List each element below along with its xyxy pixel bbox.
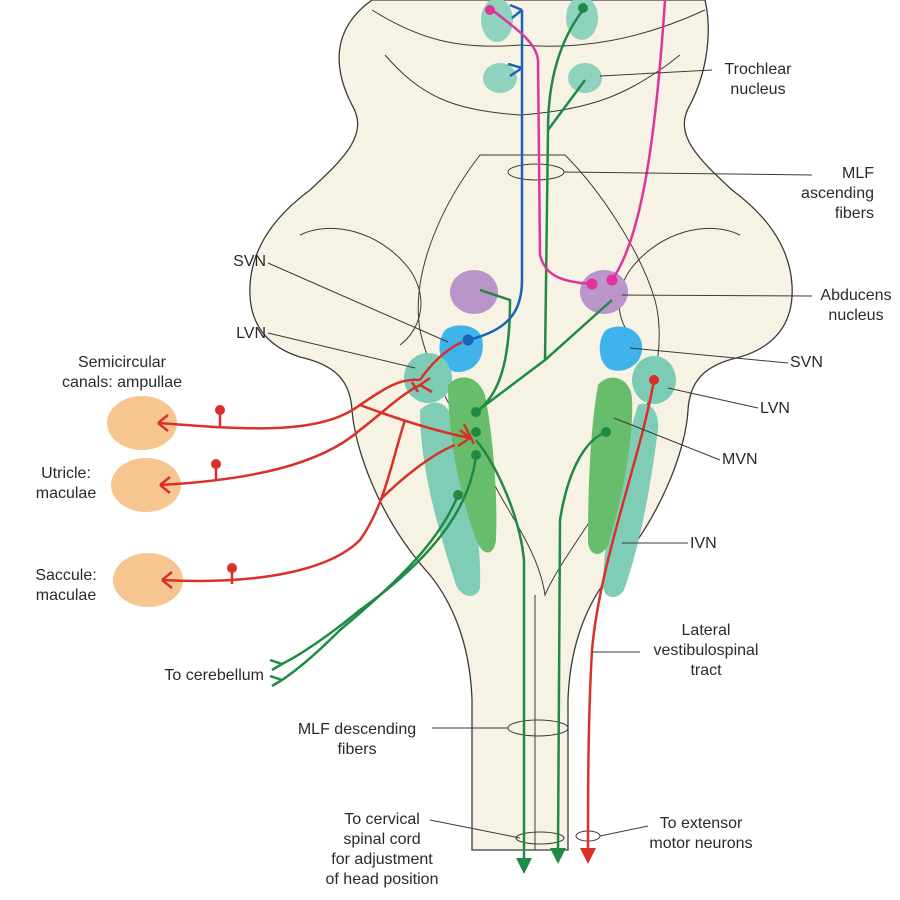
utricle-terminal xyxy=(159,476,171,494)
trochlear-branch xyxy=(546,79,587,131)
cerebral-peduncle-fold xyxy=(384,54,681,116)
fourth-ventricle xyxy=(417,154,660,597)
label-utricle: Utricle: maculae xyxy=(35,465,97,502)
abducens-ascending-fiber xyxy=(610,0,667,281)
mvn-left-terminal xyxy=(457,423,476,448)
mvn-left-soma-2 xyxy=(471,427,481,437)
label-svn-left: SVN xyxy=(233,253,266,270)
midbrain-fold xyxy=(371,9,706,47)
mvn-left xyxy=(448,377,497,553)
mlf-descending-left xyxy=(475,439,526,860)
lateral-vestibulospinal-tract xyxy=(586,379,656,859)
afferent-to-mvn xyxy=(359,403,471,440)
cerebellum-terminal-1 xyxy=(269,658,283,672)
leader-lines xyxy=(267,69,813,839)
oculomotor-soma xyxy=(578,3,588,13)
label-semicircular-canals: Semicircular canals: ampullae xyxy=(61,354,183,391)
svn-ascending-fiber xyxy=(467,10,524,342)
nuclei xyxy=(404,0,676,845)
leader-svn-left xyxy=(267,262,449,343)
saccule-afferent xyxy=(161,419,407,583)
abducens-soma-2 xyxy=(606,274,618,286)
mvn-left-soma-1 xyxy=(471,407,481,417)
saccule-soma xyxy=(227,563,237,573)
left-cerebellar-peduncle xyxy=(299,228,422,346)
leader-mlf-ascending xyxy=(563,171,813,176)
ivn-right xyxy=(603,403,659,598)
semicircular-canals-organ xyxy=(107,396,177,450)
leader-trochlear xyxy=(599,69,713,77)
cerebellum-terminal-2 xyxy=(269,674,283,688)
label-trochlear-nucleus: Trochlear nucleus xyxy=(724,61,792,98)
leader-cervical xyxy=(429,819,521,839)
green-pathways xyxy=(269,9,613,860)
label-to-cervical-spinal-cord: To cervical spinal cord for adjustment o… xyxy=(325,811,439,888)
oculomotor-magenta-soma xyxy=(485,5,495,15)
right-cerebellar-peduncle xyxy=(618,228,741,346)
green-to-abducens-left xyxy=(475,288,512,414)
semicircular-soma xyxy=(215,405,225,415)
svn-blue-soma xyxy=(462,334,474,346)
utricle-soma xyxy=(211,459,221,469)
lvn-right-soma xyxy=(649,375,659,385)
label-lvn-left: LVN xyxy=(236,325,266,342)
leader-lvn-right xyxy=(667,387,759,409)
ivn-left xyxy=(420,402,481,596)
brainstem xyxy=(249,0,793,851)
utricle-organ xyxy=(111,458,181,512)
cervical-ring xyxy=(515,831,565,845)
red-markers xyxy=(211,375,659,864)
label-to-cerebellum: To cerebellum xyxy=(164,667,264,684)
mvn-right xyxy=(588,377,633,555)
label-ivn: IVN xyxy=(690,535,717,552)
green-markers xyxy=(453,3,611,874)
saccule-to-ivn xyxy=(379,443,456,501)
label-mvn: MVN xyxy=(722,451,758,468)
svn-right xyxy=(599,326,643,371)
label-to-extensor-motor-neurons: To extensor motor neurons xyxy=(649,815,753,852)
abducens-nucleus-left xyxy=(450,270,498,314)
utricle-afferent xyxy=(159,383,421,487)
magenta-pathway xyxy=(489,0,667,286)
leader-mvn xyxy=(613,417,721,461)
semicircular-terminal xyxy=(157,414,169,432)
leader-lvn-left xyxy=(267,332,416,369)
magenta-markers xyxy=(485,5,618,290)
mvn-left-soma-3 xyxy=(471,450,481,460)
cervical-arrowhead-right xyxy=(550,848,566,864)
label-mlf-descending-fibers: MLF descending fibers xyxy=(297,721,417,758)
leader-extensor xyxy=(599,825,649,837)
label-lvn-right: LVN xyxy=(760,400,790,417)
mvn-right-soma xyxy=(601,427,611,437)
oculomotor-nucleus-right xyxy=(566,0,598,40)
abducens-crossing-fiber xyxy=(489,7,593,286)
sensory-organs xyxy=(107,396,183,607)
blue-pathway xyxy=(467,3,524,342)
afferent-to-svn xyxy=(418,340,463,381)
label-saccule: Saccule: maculae xyxy=(35,567,97,604)
label-mlf-ascending-fibers: MLF ascending fibers xyxy=(801,165,874,222)
abducens-soma-1 xyxy=(586,278,598,290)
trochlear-nucleus-left xyxy=(483,63,517,93)
trochlear-nucleus-right xyxy=(568,63,602,93)
saccule-terminal xyxy=(161,571,173,589)
cervical-arrowhead-left xyxy=(516,858,532,874)
ivn-left-soma xyxy=(453,490,463,500)
extensor-arrowhead xyxy=(580,848,596,864)
brainstem-outline xyxy=(249,0,793,851)
label-svn-right: SVN xyxy=(790,354,823,371)
label-lateral-vestibulospinal-tract: Lateral vestibulospinal tract xyxy=(653,622,759,679)
mlf-descending-right xyxy=(556,430,607,851)
blue-oculomotor-terminal xyxy=(509,3,523,19)
saccule-organ xyxy=(113,553,183,607)
semicircular-afferent xyxy=(157,378,421,430)
leader-svn-right xyxy=(629,347,789,364)
cerebellum-fiber-2 xyxy=(281,494,460,682)
mlf-ascending-main xyxy=(543,9,584,361)
blue-trochlear-terminal xyxy=(507,62,523,78)
lvn-left-terminal xyxy=(410,376,433,394)
leader-abducens xyxy=(621,294,813,297)
label-abducens-nucleus: Abducens nucleus xyxy=(820,287,892,324)
